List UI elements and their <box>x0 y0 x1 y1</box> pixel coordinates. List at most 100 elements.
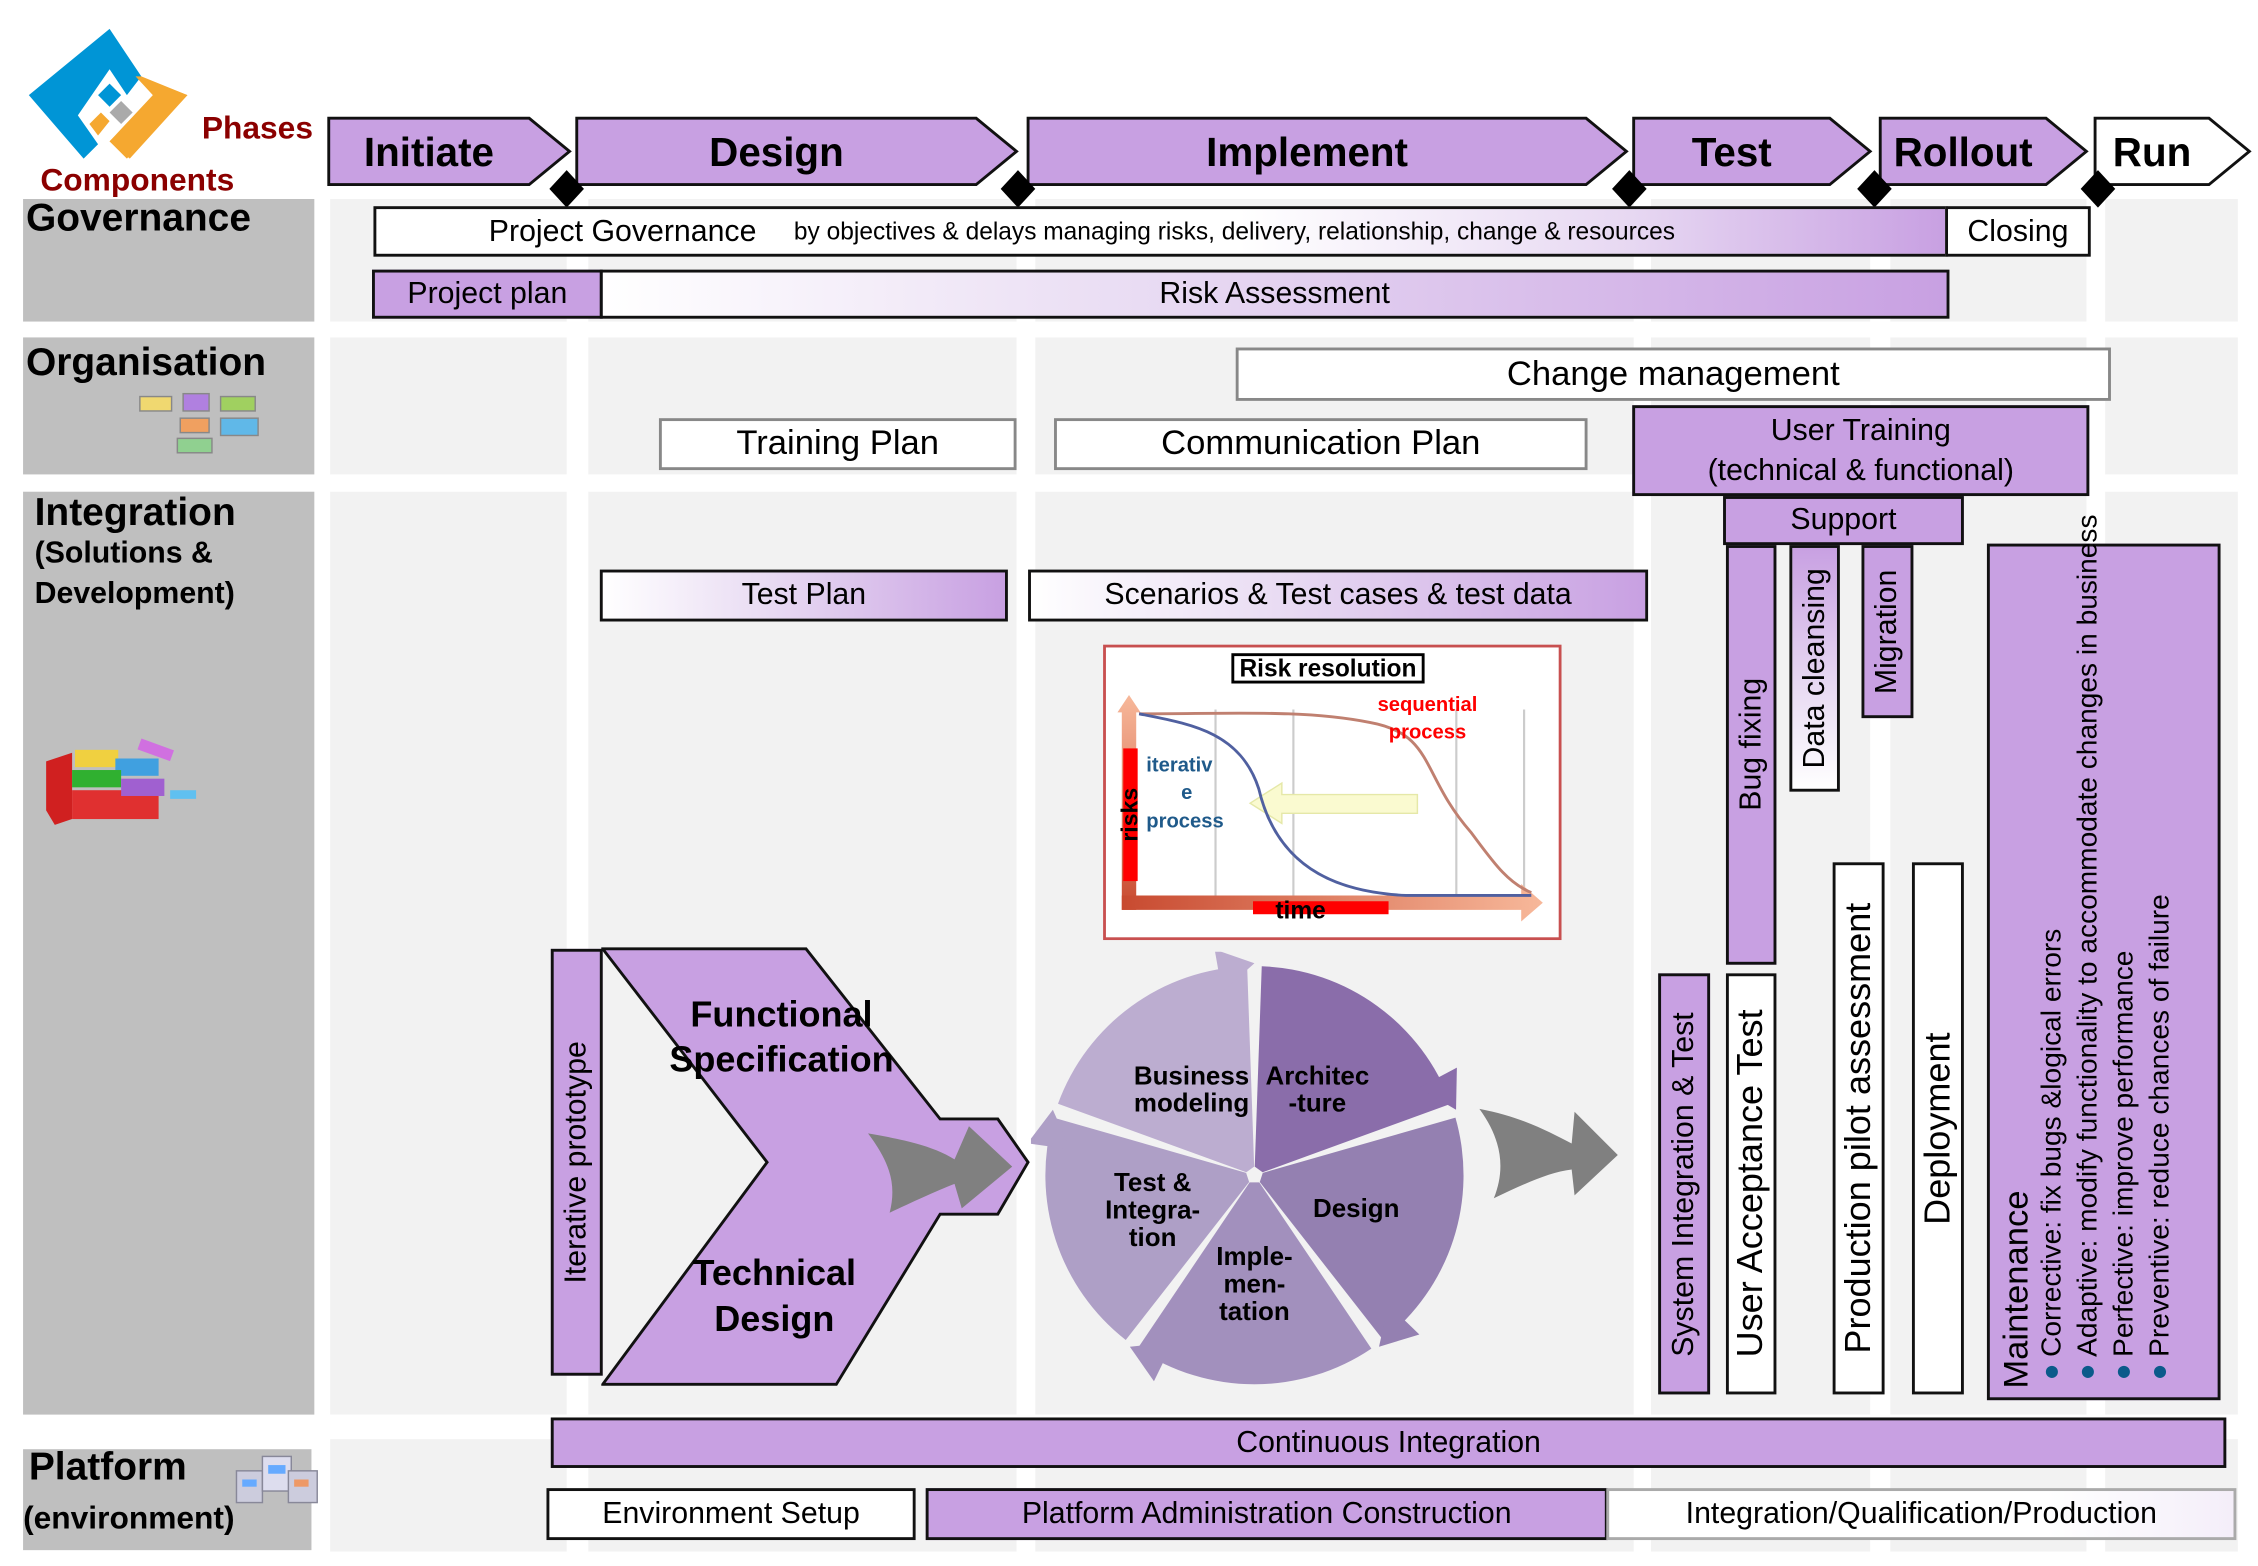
technical-design-line1: Technical <box>693 1252 857 1293</box>
phase-arrow-test <box>1632 116 1873 187</box>
continuous-integration-bar: Continuous Integration <box>550 1417 2227 1468</box>
technical-design-line2: Design <box>714 1298 834 1339</box>
integration-band <box>23 491 315 1415</box>
servers-icon <box>235 1455 318 1504</box>
training-plan-box: Training Plan <box>658 418 1017 471</box>
phase-column-bg <box>330 337 567 475</box>
risk-assessment-bar: Risk Assessment <box>599 269 1950 319</box>
bug-fixing-bar: Bug fixing <box>1725 545 1777 965</box>
production-pilot-bar: Production pilot assessment <box>1832 862 1885 1395</box>
maintenance-item-text: Adaptive: modify functionality to accomm… <box>2072 514 2104 1357</box>
milestone-diamond-icon <box>1857 170 1892 208</box>
data-cleansing-bar: Data cleansing <box>1789 545 1840 792</box>
spec-design-chevron: Functional Specification Technical Desig… <box>601 947 1030 1386</box>
phase-label: Test <box>1692 129 1772 175</box>
cycle-segment <box>1057 966 1255 1173</box>
uat-label: User Acceptance Test <box>1730 1009 1771 1358</box>
org-chart-icon <box>139 392 259 454</box>
cycle-arrowhead-icon <box>1129 1342 1173 1382</box>
platform-admin-box: Platform Administration Construction <box>925 1488 1608 1541</box>
phase-arrow-design <box>575 116 1019 187</box>
maintenance-item-text: Perfective: improve performance <box>2108 950 2140 1357</box>
risk-x-label: time <box>1275 898 1325 925</box>
iterative-curve <box>1138 712 1532 897</box>
maintenance-item: ●Adaptive: modify functionality to accom… <box>2071 514 2107 1389</box>
integration-qualification-box: Integration/Qualification/Production <box>1606 1488 2237 1541</box>
cycle-segment <box>1259 1117 1464 1340</box>
maintenance-item-text: Preventive: reduce chances of failure <box>2144 894 2176 1357</box>
sequential-label-1: sequential <box>1378 694 1478 716</box>
risk-chart-title: Risk resolution <box>1240 655 1417 682</box>
functional-spec-line2: Specification <box>669 1038 893 1079</box>
cycle-arrowhead-icon <box>1418 1067 1457 1110</box>
maintenance-item: ●Corrective: fix bugs &logical errors <box>2035 547 2071 1389</box>
phase-column-bg <box>2105 337 2238 475</box>
sequential-label-2: process <box>1389 721 1466 743</box>
support-box: Support <box>1723 496 1964 546</box>
bullet-icon: ● <box>2072 1356 2104 1389</box>
cycle-segment <box>1254 966 1451 1173</box>
data-cleansing-label: Data cleansing <box>1797 568 1831 769</box>
gray-arrow-icon <box>868 1126 1013 1213</box>
phase-column-bg <box>330 491 567 1415</box>
development-cycle: Architec-tureDesignImple-men-tationTest … <box>1030 951 1464 1385</box>
maintenance-item: ●Preventive: reduce chances of failure <box>2143 547 2179 1389</box>
project-governance-bar: Project Governance by objectives & delay… <box>373 206 1949 257</box>
integration-label: Integration <box>34 490 236 534</box>
phase-label: Implement <box>1206 129 1408 175</box>
project-governance-label: Project Governance <box>488 214 757 248</box>
phase-label: Run <box>2113 129 2191 175</box>
test-plan-bar: Test Plan <box>599 569 1008 622</box>
deployment-label: Deployment <box>1917 1032 1958 1225</box>
phase-arrow-initiate <box>327 116 572 187</box>
cycle-label: Imple-men-tation <box>1216 1243 1292 1326</box>
bullet-icon: ● <box>2144 1356 2176 1389</box>
risk-resolution-chart: Risk resolution sequential process itera… <box>1103 644 1562 941</box>
bullet-icon: ● <box>2035 1356 2068 1389</box>
phase-arrow-rollout <box>1878 116 2089 187</box>
uat-bar: User Acceptance Test <box>1725 973 1777 1395</box>
governance-band <box>23 198 315 322</box>
phase-column-bg <box>2105 198 2238 322</box>
cycle-arrowhead-icon <box>1215 951 1255 993</box>
phase-arrow-implement <box>1026 116 1629 187</box>
integration-sub2: Development) <box>34 576 235 610</box>
maintenance-title: Maintenance <box>1997 1190 2036 1389</box>
cycle-arrowhead-icon <box>1379 1304 1420 1347</box>
iterative-label-1: iterativ <box>1146 754 1213 776</box>
change-management-bar: Change management <box>1235 347 2111 401</box>
cycle-label: Test &Integra-tion <box>1105 1169 1200 1252</box>
platform-label: Platform <box>28 1444 187 1489</box>
cycle-segment <box>1045 1117 1250 1340</box>
maintenance-item: ●Perfective: improve performance <box>2107 547 2143 1389</box>
maintenance-item-text: Corrective: fix bugs &logical errors <box>2035 928 2068 1357</box>
gray-arrow-right-icon <box>1479 1108 1618 1199</box>
communication-plan-box: Communication Plan <box>1054 418 1588 471</box>
user-training-line1: User Training <box>1770 413 1951 447</box>
phase-column-bg <box>330 1439 567 1552</box>
bullet-icon: ● <box>2108 1356 2140 1389</box>
migration-label: Migration <box>1870 569 1904 694</box>
phases-label: Phases <box>201 109 313 146</box>
shift-left-arrow <box>1248 781 1419 825</box>
functional-spec-line1: Functional <box>690 994 872 1035</box>
user-training-box: User Training (technical & functional) <box>1632 405 2090 497</box>
integration-sub1: (Solutions & <box>34 536 213 570</box>
bug-fixing-label: Bug fixing <box>1733 677 1768 811</box>
phase-label: Design <box>709 129 844 175</box>
iterative-prototype-label: Iterative prototype <box>559 1041 593 1284</box>
risk-y-label: risks <box>1117 788 1143 842</box>
phase-label: Initiate <box>364 129 494 175</box>
cycle-segment <box>1137 1182 1372 1385</box>
components-label: Components <box>40 161 235 198</box>
organisation-label: Organisation <box>25 340 267 384</box>
migration-bar: Migration <box>1861 545 1914 719</box>
environment-setup-box: Environment Setup <box>546 1488 916 1541</box>
maintenance-box: Maintenance ●Corrective: fix bugs &logic… <box>1986 514 2221 1401</box>
cycle-label: Architec-ture <box>1265 1062 1369 1117</box>
governance-detail: by objectives & delays managing risks, d… <box>793 217 1675 245</box>
cycle-label: Design <box>1313 1195 1399 1223</box>
iterative-prototype-bar: Iterative prototype <box>550 948 603 1376</box>
sequential-curve <box>1139 711 1532 894</box>
